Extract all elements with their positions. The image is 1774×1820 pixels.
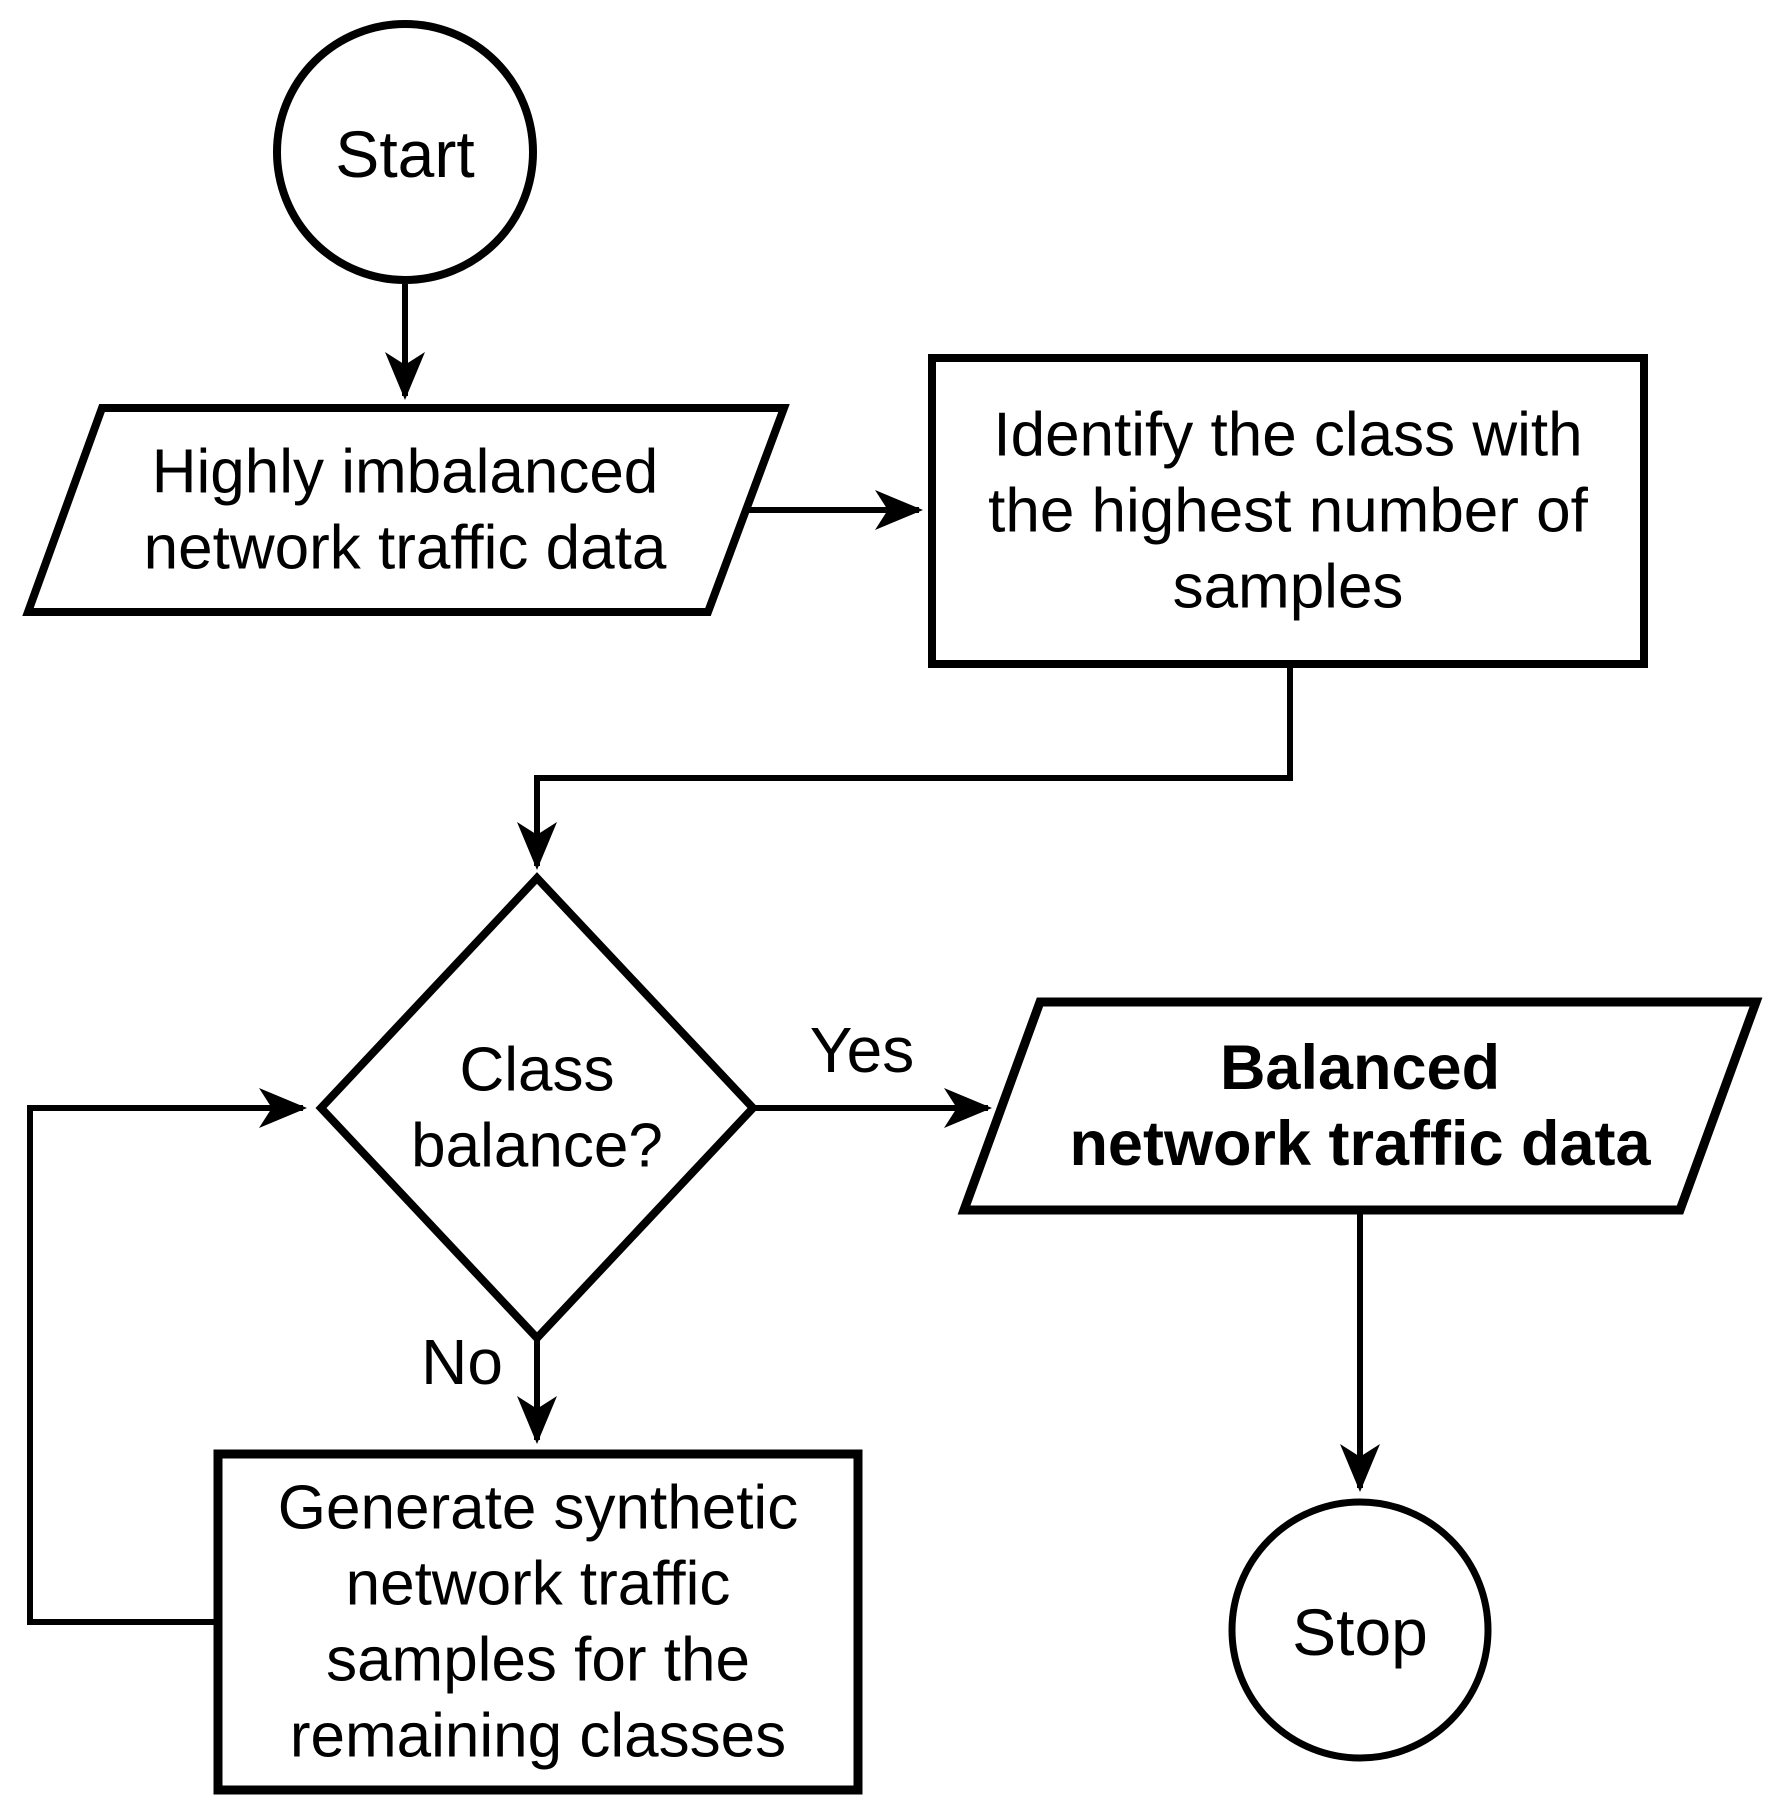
input-data-node: Highly imbalanced network traffic data	[22, 404, 790, 616]
generate-line3: samples for the	[326, 1626, 750, 1695]
balanced-output-node: Balanced network traffic data	[957, 997, 1763, 1215]
identify-line1: Identify the class with	[993, 401, 1582, 470]
decision-diamond	[315, 872, 759, 1344]
edge-identify-to-decision	[517, 666, 1293, 870]
input-data-line2: network traffic data	[144, 514, 667, 583]
start-label: Start	[335, 117, 474, 191]
balanced-output-line1: Balanced	[1220, 1033, 1500, 1103]
no-edge-label: No	[421, 1326, 503, 1398]
decision-line1: Class	[459, 1036, 614, 1105]
identify-class-node: Identify the class with the highest numb…	[928, 354, 1648, 668]
stop-node: Stop	[1228, 1498, 1492, 1762]
identify-line2: the highest number of	[988, 477, 1588, 546]
identify-process-rect	[928, 354, 1648, 668]
start-terminator-circle	[273, 20, 537, 284]
input-parallelogram	[22, 404, 790, 616]
edge-generate-loop-to-decision	[27, 1088, 307, 1625]
balanced-output-line2: network traffic data	[1069, 1109, 1651, 1179]
generate-line1: Generate synthetic	[278, 1474, 798, 1543]
generate-synthetic-node: Generate synthetic network traffic sampl…	[213, 1449, 863, 1795]
identify-line3: samples	[1173, 553, 1404, 622]
start-node: Start	[273, 20, 537, 284]
stop-terminator-circle	[1228, 1498, 1492, 1762]
yes-edge-label: Yes	[810, 1014, 914, 1086]
class-balance-decision-node: Class balance?	[315, 872, 759, 1344]
output-parallelogram	[957, 997, 1763, 1215]
stop-label: Stop	[1292, 1595, 1428, 1669]
generate-process-rect	[213, 1449, 863, 1795]
generate-line4: remaining classes	[290, 1702, 786, 1771]
generate-line2: network traffic	[346, 1550, 731, 1619]
decision-line2: balance?	[411, 1112, 663, 1181]
input-data-line1: Highly imbalanced	[152, 438, 659, 507]
